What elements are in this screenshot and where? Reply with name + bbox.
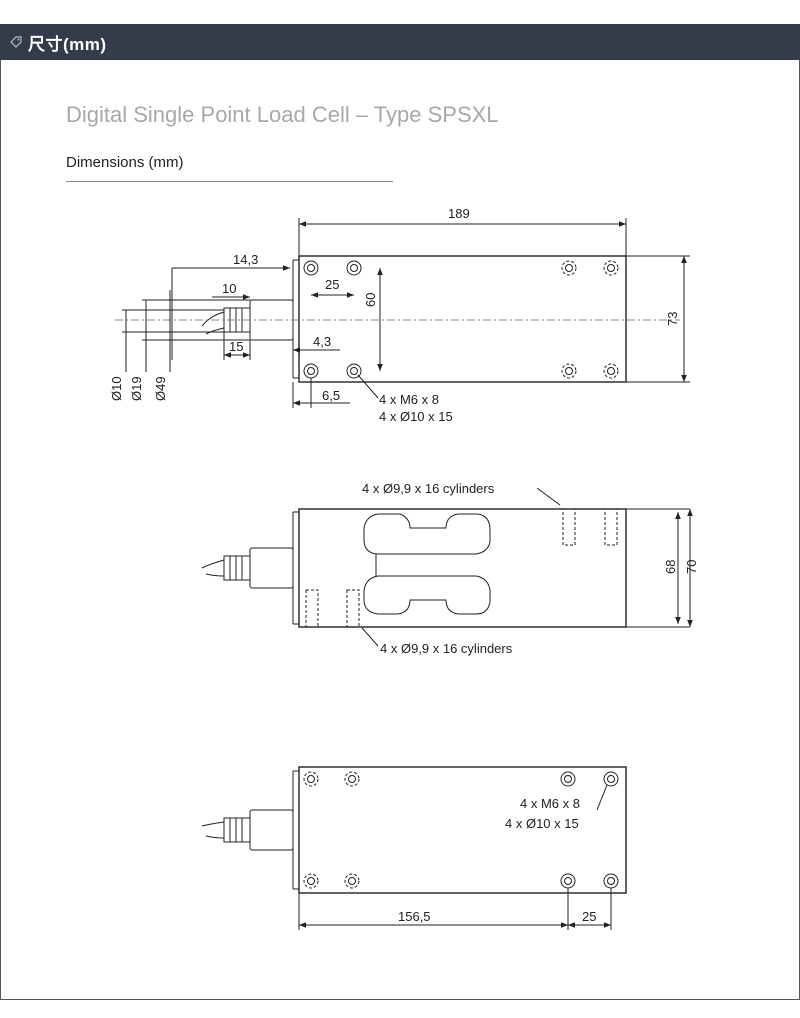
bottom-view-labels: 4 x M6 x 8 4 x Ø10 x 15 156,5 25 [398,796,596,924]
side-view-body [298,508,627,628]
dim-hole-spacing-x: 25 [325,277,339,292]
page-title: Digital Single Point Load Cell – Type SP… [66,102,499,127]
callout-counterbore: 4 x Ø10 x 15 [379,409,453,424]
dim-height-inner: 68 [663,560,678,574]
dim-flange-thickness: 4,3 [313,334,331,349]
side-view-labels: 4 x Ø9,9 x 16 cylinders 4 x Ø9,9 x 16 cy… [362,481,699,656]
top-view-labels: 189 73 60 25 14,3 10 15 4,3 6,5 Ø10 Ø19 … [109,206,680,424]
side-view [201,487,693,647]
dim-length-main: 156,5 [398,909,431,924]
callout-thread-bottom: 4 x M6 x 8 [520,796,580,811]
dim-connector-length: 10 [222,281,236,296]
side-view-cutout [363,513,491,555]
dim-dia-cable: Ø10 [109,376,124,401]
section-header-title: 尺寸(mm) [28,34,107,54]
top-view [115,218,690,408]
section-header: 尺寸(mm) [0,24,800,60]
subtitle-underline [66,181,393,182]
callout-counterbore-bottom: 4 x Ø10 x 15 [505,816,579,831]
dim-hole-spacing-y: 60 [363,293,378,307]
bottom-view-holes [303,771,619,889]
section-subtitle: Dimensions (mm) [66,154,184,171]
dim-connector-offset-1: 14,3 [233,252,258,267]
bottom-view [201,766,627,930]
callout-cylinders-top: 4 x Ø9,9 x 16 cylinders [362,481,495,496]
dim-dia-connector: Ø19 [129,376,144,401]
dim-overall-length: 189 [448,206,470,221]
bottom-view-connector [249,809,294,851]
callout-thread: 4 x M6 x 8 [379,392,439,407]
dim-dia-flange: Ø49 [153,376,168,401]
tag-icon [10,36,22,48]
callout-cylinders-bottom: 4 x Ø9,9 x 16 cylinders [380,641,513,656]
side-view-connector [249,547,294,589]
dim-height-outer: 70 [684,560,699,574]
top-view-body [298,255,627,383]
dim-hole-edge-offset: 6,5 [322,388,340,403]
bottom-view-body [298,766,627,894]
dim-connector-offset-2: 15 [229,339,243,354]
dim-overall-width: 73 [665,312,680,326]
dim-length-end: 25 [582,909,596,924]
